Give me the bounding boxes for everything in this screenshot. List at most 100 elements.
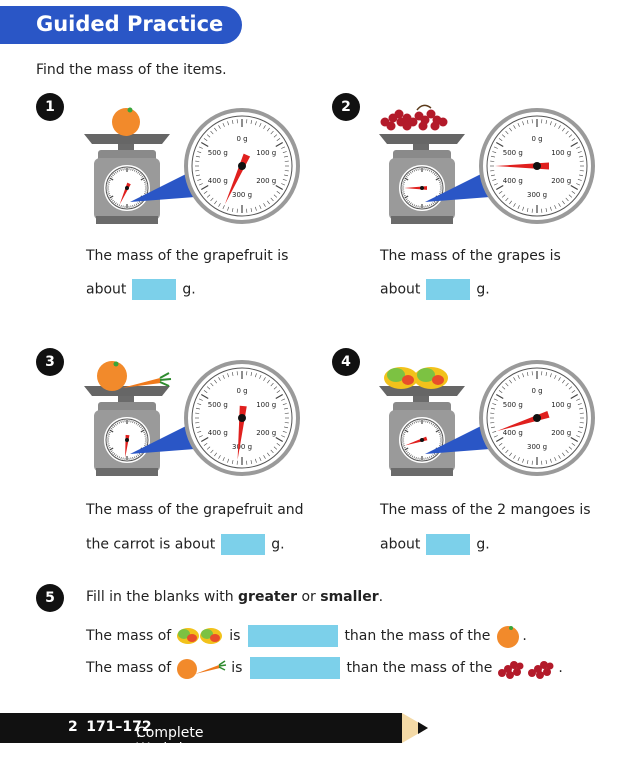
scale-base — [96, 216, 158, 224]
answer-blank-5a[interactable] — [248, 625, 338, 647]
dial-label: 500 g — [503, 401, 523, 409]
dial-label: 200 g — [256, 177, 276, 185]
dial-label: 200 g — [551, 177, 571, 185]
answer-box-2[interactable] — [426, 279, 470, 300]
about-label: about — [86, 282, 126, 298]
dial-label: 200 g — [551, 429, 571, 437]
word-smaller: smaller — [320, 589, 378, 605]
problem-1-answer-line: about g. — [86, 279, 196, 300]
dial-label: 300 g — [527, 191, 547, 199]
dial-hub — [238, 414, 246, 422]
unit-label: g. — [182, 282, 195, 298]
dial-label: 500 g — [503, 149, 523, 157]
dial-hub — [238, 162, 246, 170]
footer-text: Complete Worksheet 2: pages 171–172 — [68, 719, 152, 735]
footer-worksheet-number: 2 — [68, 719, 78, 735]
instruction-text: Fill in the blanks with — [86, 589, 234, 605]
answer-box-1[interactable] — [132, 279, 176, 300]
dial-hub — [533, 162, 541, 170]
problem-number-2: 2 — [332, 93, 360, 121]
period: . — [379, 589, 383, 605]
scale-illustration-grapefruit: 0 g 100 g 200 g 300 g 400 g 500 g — [82, 98, 322, 230]
unit-label: g. — [476, 282, 489, 298]
problem-3-answer-line: the carrot is about g. — [86, 534, 285, 555]
section-banner: Guided Practice — [0, 6, 242, 44]
problem-2-text: The mass of the grapes is — [380, 248, 561, 264]
dial-hub — [125, 186, 129, 190]
grapes-on-pan — [381, 105, 448, 130]
problem-5-instruction: Fill in the blanks with greater or small… — [86, 589, 383, 605]
dial-label: 100 g — [551, 401, 571, 409]
line-than: than the mass of the — [346, 656, 492, 680]
dial-hub — [125, 438, 129, 442]
problem-3-text: The mass of the grapefruit and — [86, 502, 304, 518]
dial-label: 400 g — [503, 177, 523, 185]
dial-zoom: 0 g 100 g 200 g 300 g 400 g 500 g — [481, 362, 593, 474]
problem-2-answer-line: about g. — [380, 279, 490, 300]
scale-illustration-grapes: 0 g 100 g 200 g 300 g 400 g 500 g — [377, 98, 617, 230]
answer-box-3[interactable] — [221, 534, 265, 555]
dial-label: 500 g — [208, 149, 228, 157]
grapes-icon — [496, 655, 558, 681]
dial-label: 400 g — [208, 177, 228, 185]
mangoes-on-pan — [384, 367, 448, 389]
dial-small — [103, 164, 151, 212]
dial-label: 300 g — [232, 191, 252, 199]
dial-label: 0 g — [236, 387, 247, 395]
line-prefix: The mass of — [86, 656, 171, 680]
section-title: Guided Practice — [36, 12, 223, 36]
scale-base — [391, 216, 453, 224]
about-label: about — [380, 282, 420, 298]
scale-base — [391, 468, 453, 476]
instructions: Find the mass of the items. — [36, 62, 227, 78]
unit-label: g. — [476, 537, 489, 553]
comparison-line-1: The mass of is than the mass of the . — [86, 624, 527, 648]
dial-small — [398, 164, 446, 212]
about-label: the carrot is about — [86, 537, 215, 553]
worksheet-footer: Complete Worksheet 2: pages 171–172 — [0, 713, 402, 743]
line-end: . — [558, 656, 562, 680]
dial-hub — [420, 186, 424, 190]
scale-pan — [379, 134, 465, 144]
dial-label: 0 g — [531, 135, 542, 143]
scale-pan — [379, 386, 465, 396]
dial-label: 300 g — [527, 443, 547, 451]
dial-label: 500 g — [208, 401, 228, 409]
line-prefix: The mass of — [86, 624, 171, 648]
word-or: or — [301, 589, 315, 605]
dial-label: 100 g — [551, 149, 571, 157]
footer-pages-label: : pages — [136, 725, 178, 757]
scale-illustration-mangoes: 0 g 100 g 200 g 300 g 400 g 500 g — [377, 350, 617, 482]
dial-label: 0 g — [531, 387, 542, 395]
word-greater: greater — [238, 589, 297, 605]
dial-small — [103, 416, 151, 464]
scale-base — [96, 468, 158, 476]
problem-1-text: The mass of the grapefruit is — [86, 248, 288, 264]
mangoes-icon — [175, 625, 225, 647]
problem-4-text: The mass of the 2 mangoes is — [380, 502, 591, 518]
answer-blank-5b[interactable] — [250, 657, 340, 679]
line-is: is — [231, 656, 242, 680]
pencil-tip-icon — [402, 713, 428, 743]
dial-hub — [533, 414, 541, 422]
grapefruit-on-pan — [112, 108, 140, 137]
dial-zoom: 0 g 100 g 200 g 300 g 400 g 500 g — [481, 110, 593, 222]
problem-number-5: 5 — [36, 584, 64, 612]
dial-zoom: 0 g 100 g 200 g 300 g 400 g 500 g — [186, 110, 298, 222]
grapefruit-icon — [494, 623, 522, 649]
dial-label: 200 g — [256, 429, 276, 437]
dial-label: 400 g — [503, 429, 523, 437]
scale-pan — [84, 386, 170, 396]
dial-label: 300 g — [232, 443, 252, 451]
dial-label: 100 g — [256, 401, 276, 409]
line-is: is — [229, 624, 240, 648]
problem-number-4: 4 — [332, 348, 360, 376]
problem-number-1: 1 — [36, 93, 64, 121]
comparison-line-2: The mass of is than the mass of the . — [86, 656, 563, 680]
dial-label: 0 g — [236, 135, 247, 143]
line-than: than the mass of the — [344, 624, 490, 648]
unit-label: g. — [271, 537, 284, 553]
dial-label: 100 g — [256, 149, 276, 157]
answer-box-4[interactable] — [426, 534, 470, 555]
